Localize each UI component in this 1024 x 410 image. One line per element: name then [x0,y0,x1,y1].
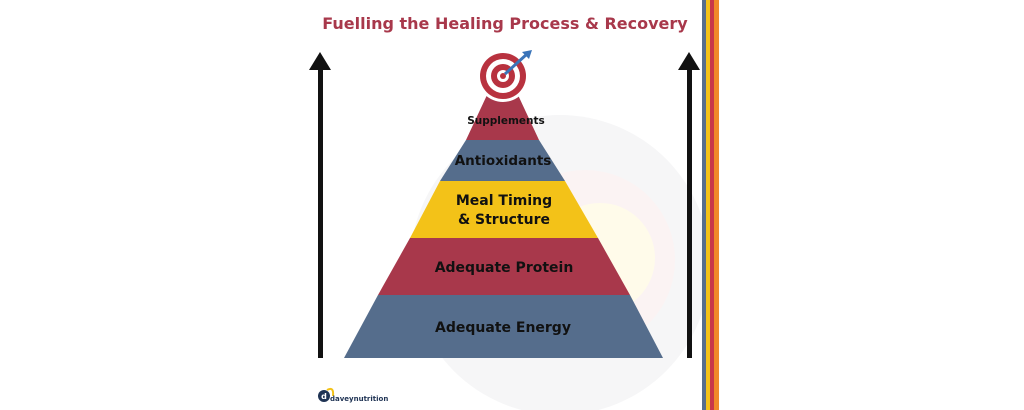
label-adequate-protein: Adequate Protein [435,260,574,276]
tier-adequate-protein [378,238,630,295]
label-adequate-energy: Adequate Energy [435,320,571,336]
color-stripes [702,0,719,410]
brand-logo-icon: d [318,387,335,402]
page-title: Fuelling the Healing Process & Recovery [322,14,688,33]
target-icon [477,50,532,102]
label-supplements: Supplements [467,115,545,127]
label-antioxidants: Antioxidants [455,153,552,169]
brand-name: daveynutrition [330,395,389,403]
arrow-up-icon-right [678,52,700,358]
label-meal-timing-line2: & Structure [458,212,550,228]
arrow-up-icon-left [309,52,331,358]
tier-supplements [466,95,539,140]
tier-meal-timing [410,181,598,238]
brand-logo-letter: d [321,392,327,401]
tier-adequate-energy [344,295,663,358]
tier-antioxidants [440,140,565,181]
label-meal-timing-line1: Meal Timing [456,193,552,209]
